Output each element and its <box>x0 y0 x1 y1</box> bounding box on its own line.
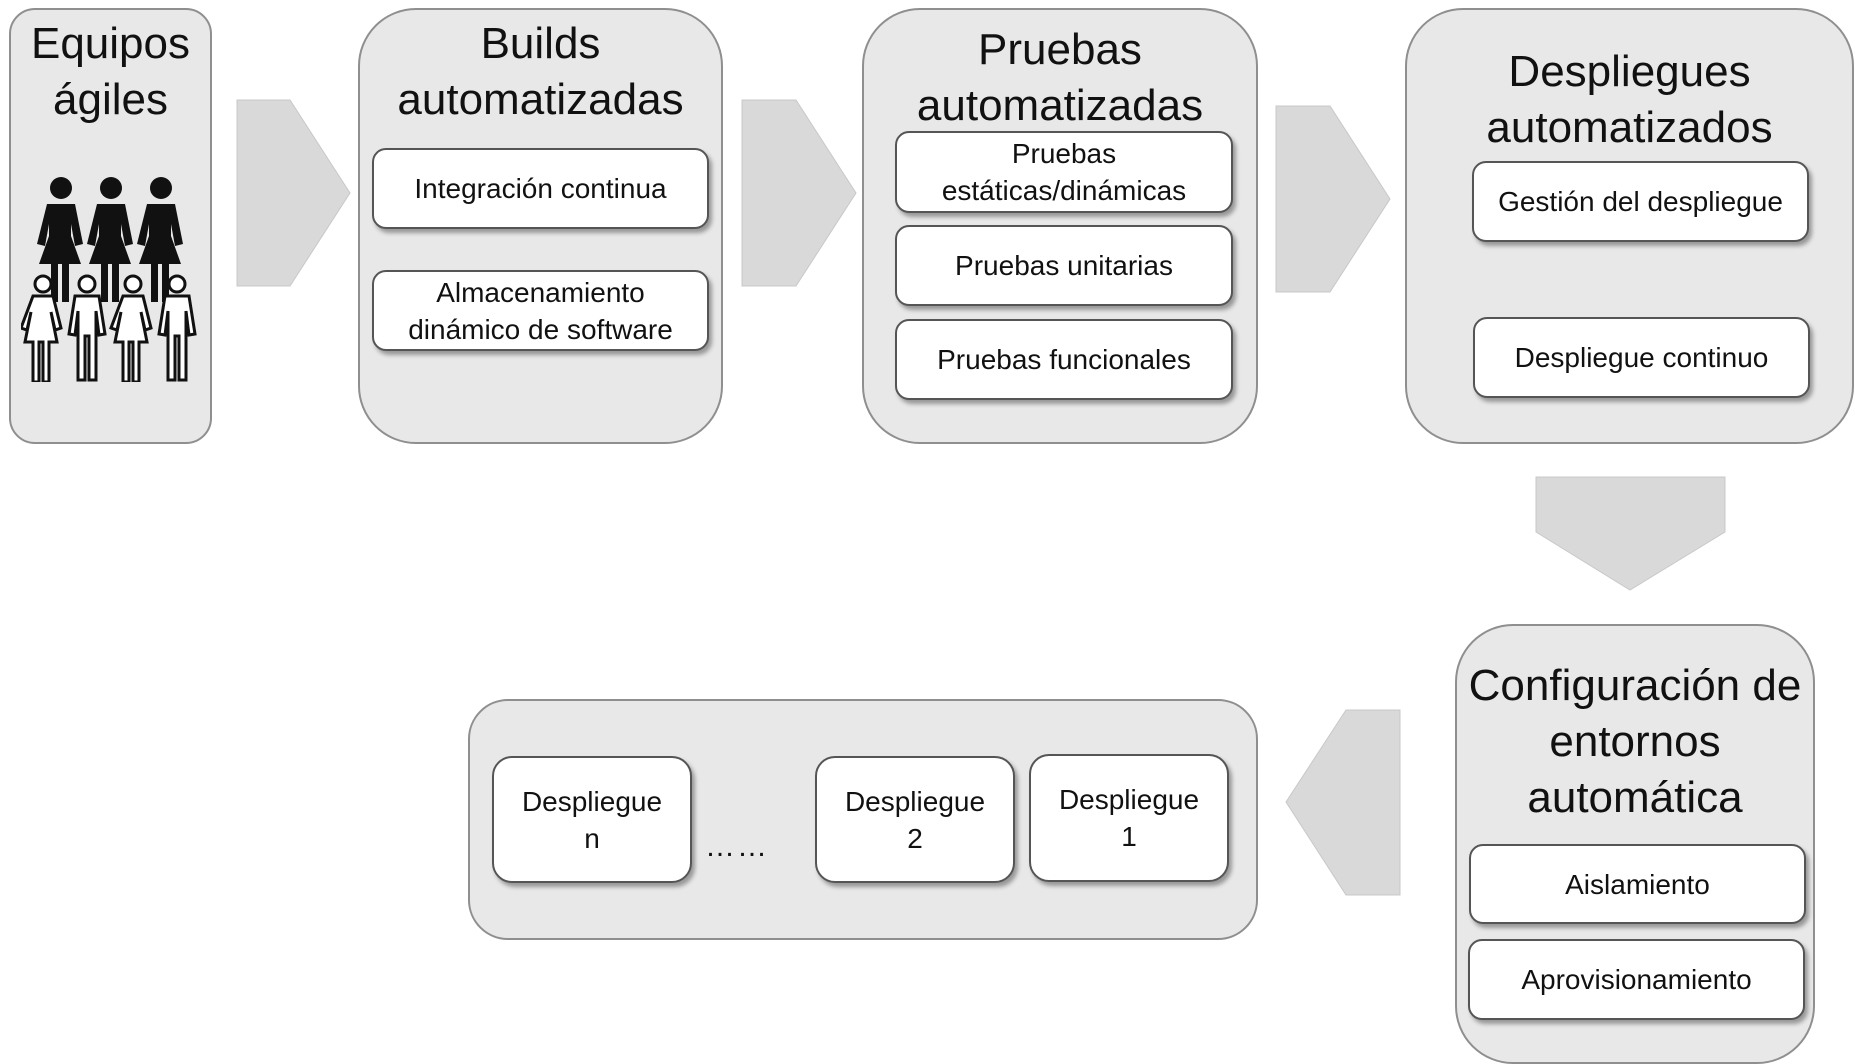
box-continuous-deployment: Despliegue continuo <box>1473 317 1810 398</box>
stage-title-config: Configuración de entornos automática <box>1468 661 1802 822</box>
ellipsis: …… <box>705 830 769 863</box>
box-dynamic-software-storage: Almacenamiento dinámico de software <box>372 270 709 351</box>
people-group-icon <box>21 177 197 382</box>
stage-title-teams: Equipos ágiles <box>30 19 190 124</box>
box-unit-tests: Pruebas unitarias <box>895 225 1233 306</box>
box-deployment-1: Despliegue 1 <box>1029 754 1229 882</box>
box-static-dynamic-tests: Pruebas estáticas/dinámicas <box>895 131 1233 213</box>
box-provisioning: Aprovisionamiento <box>1468 939 1805 1020</box>
box-functional-tests: Pruebas funcionales <box>895 319 1233 400</box>
stage-title-tests: Pruebas automatizadas <box>916 25 1204 130</box>
arrow-tests-to-deploys <box>1275 105 1391 293</box>
stage-title-deploys: Despliegues automatizados <box>1486 47 1773 152</box>
box-continuous-integration: Integración continua <box>372 148 709 229</box>
arrow-teams-to-builds <box>236 99 351 287</box>
box-isolation: Aislamiento <box>1469 844 1806 924</box>
box-deployment-management: Gestión del despliegue <box>1472 161 1809 242</box>
arrow-builds-to-tests <box>741 99 857 287</box>
box-deployment-2: Despliegue 2 <box>815 756 1015 883</box>
stage-agile-teams: Equipos ágiles <box>9 8 212 444</box>
box-deployment-n: Despliegue n <box>492 756 692 883</box>
arrow-deploys-to-config <box>1535 476 1726 591</box>
arrow-config-to-deployments <box>1285 709 1401 896</box>
stage-title-builds: Builds automatizadas <box>397 19 684 124</box>
